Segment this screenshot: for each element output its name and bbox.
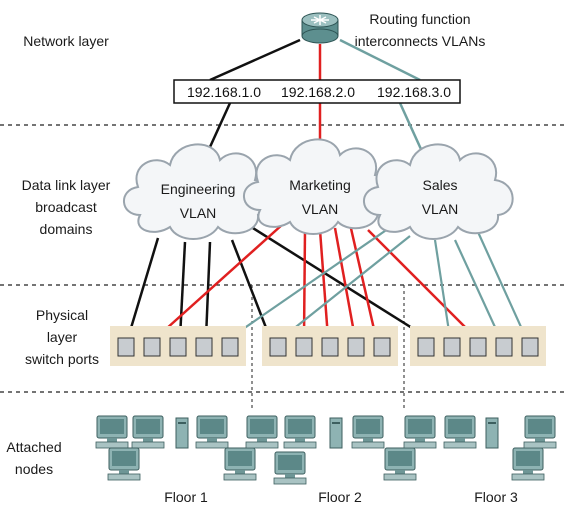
- layer-label-attached-1: Attached: [6, 439, 61, 455]
- floor-3-nodes: [403, 415, 557, 481]
- switch-port[interactable]: [321, 337, 339, 357]
- switch-floor-3: [410, 326, 546, 366]
- switch-port[interactable]: [495, 337, 513, 357]
- pc-icon: [273, 451, 307, 485]
- layer-label-network: Network layer: [23, 33, 109, 49]
- pc-icon: [403, 415, 437, 449]
- vlan-label-sales-1: Sales: [422, 177, 457, 193]
- switch-port[interactable]: [295, 337, 313, 357]
- layer-label-attached-2: nodes: [15, 461, 53, 477]
- engineering-port-links: [126, 223, 429, 340]
- tower-icon: [485, 417, 499, 449]
- router-icon: [301, 12, 339, 44]
- layer-label-physical-1: Physical: [36, 307, 88, 323]
- switch-port[interactable]: [417, 337, 435, 357]
- pc-icon: [223, 447, 257, 481]
- pc-icon: [351, 415, 385, 449]
- switch-floor-2: [262, 326, 398, 366]
- pc-icon: [107, 447, 141, 481]
- switch-port[interactable]: [169, 337, 187, 357]
- vlan-label-engineering-1: Engineering: [161, 181, 236, 197]
- switch-port[interactable]: [195, 337, 213, 357]
- pc-icon: [195, 415, 229, 449]
- layer-label-datalink-1: Data link layer: [22, 177, 111, 193]
- layer-label-physical-3: switch ports: [25, 351, 99, 367]
- pc-icon: [443, 415, 477, 449]
- floor-label-2: Floor 2: [318, 489, 362, 505]
- router-caption-line1: Routing function: [369, 11, 470, 27]
- switch-port[interactable]: [117, 337, 135, 357]
- router-caption-line2: interconnects VLANs: [355, 33, 486, 49]
- subnet-engineering: 192.168.1.0: [187, 84, 261, 100]
- switch-port[interactable]: [443, 337, 461, 357]
- sales-port-links: [229, 223, 528, 339]
- switch-port[interactable]: [269, 337, 287, 357]
- vlan-label-marketing-2: VLAN: [302, 201, 339, 217]
- layer-separators: [0, 124, 564, 393]
- layer-label-physical-2: layer: [47, 329, 78, 345]
- subnet-marketing: 192.168.2.0: [281, 84, 355, 100]
- layer-label-datalink-2: broadcast: [35, 199, 97, 215]
- switch-port[interactable]: [521, 337, 539, 357]
- switch-port[interactable]: [373, 337, 391, 357]
- router-link-engineering: [209, 38, 301, 82]
- pc-icon: [131, 415, 165, 449]
- router-link-sales: [339, 38, 421, 82]
- pc-icon: [523, 415, 557, 449]
- pc-icon: [511, 447, 545, 481]
- floor-label-1: Floor 1: [164, 489, 208, 505]
- floor-2-nodes: [245, 415, 417, 485]
- floor-label-3: Floor 3: [474, 489, 518, 505]
- vlan-label-marketing-1: Marketing: [289, 177, 350, 193]
- pc-icon: [245, 415, 279, 449]
- pc-icon: [95, 415, 129, 449]
- switch-floor-1: [110, 326, 246, 366]
- vlan-label-sales-2: VLAN: [422, 201, 459, 217]
- layer-label-datalink-3: domains: [40, 221, 93, 237]
- marketing-port-links: [155, 223, 477, 339]
- floor-1-nodes: [95, 415, 257, 481]
- tower-icon: [175, 417, 189, 449]
- switch-port[interactable]: [347, 337, 365, 357]
- pc-icon: [283, 415, 317, 449]
- switch-port[interactable]: [143, 337, 161, 357]
- vlan-label-engineering-2: VLAN: [180, 205, 217, 221]
- tower-icon: [329, 417, 343, 449]
- switch-port[interactable]: [469, 337, 487, 357]
- pc-icon: [383, 447, 417, 481]
- switch-port[interactable]: [221, 337, 239, 357]
- subnet-box: [173, 79, 461, 104]
- subnet-sales: 192.168.3.0: [377, 84, 451, 100]
